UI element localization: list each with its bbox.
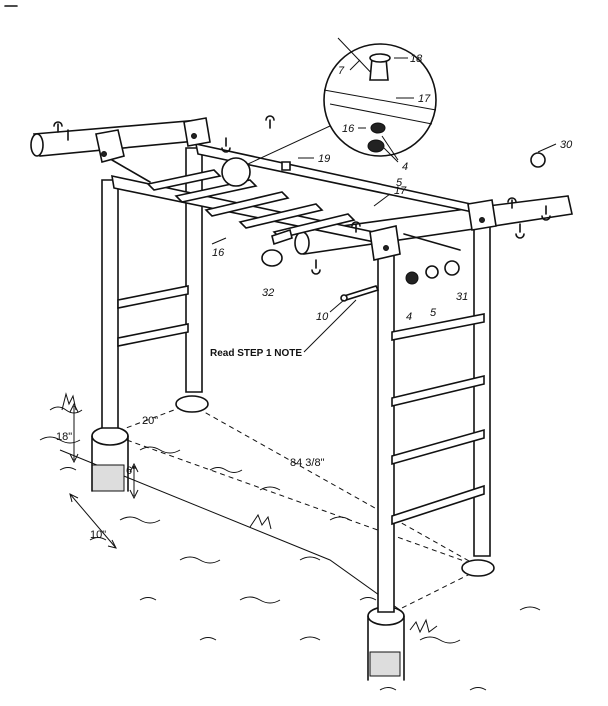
dim-hole-depth: 18" <box>56 431 72 443</box>
bolt-10-icon <box>342 285 380 301</box>
callout-16-inset: 16 <box>342 123 355 135</box>
left-side-rungs <box>117 285 189 347</box>
callout-17: 17 <box>394 185 407 197</box>
bolt-19-icon <box>281 161 291 171</box>
nut-4-icon <box>405 271 419 285</box>
leader-lines <box>211 57 557 353</box>
loose-hardware <box>261 152 546 302</box>
callout-4-inset: 4 <box>402 161 408 173</box>
footprint-hole-back-left <box>175 395 209 413</box>
callout-30: 30 <box>560 139 573 151</box>
dim-hole-diameter: 10" <box>90 529 106 541</box>
cap-31-icon <box>444 260 460 276</box>
callout-16: 16 <box>212 247 225 259</box>
callout-labels: 18 7 17 16 4 5 19 30 17 16 32 10 4 5 31 … <box>210 53 573 359</box>
dimensions: 20" 18" 84 3/8" 6" 10" <box>56 402 325 549</box>
dim-concrete-depth: 6" <box>126 465 136 477</box>
dim-hole-spacing: 20" <box>142 415 158 427</box>
callout-7: 7 <box>338 65 345 77</box>
dim-span: 84 3/8" <box>290 457 325 469</box>
callout-10: 10 <box>316 311 329 323</box>
detail-inset <box>221 37 437 187</box>
callout-18: 18 <box>410 53 423 65</box>
eye-bolts <box>53 115 551 275</box>
callout-5: 5 <box>430 307 437 319</box>
brackets <box>95 117 497 261</box>
callout-31: 31 <box>456 291 468 303</box>
callout-4: 4 <box>406 311 412 323</box>
callout-17-inset: 17 <box>418 93 431 105</box>
footprint <box>109 395 495 613</box>
ladder-rungs[interactable] <box>391 313 485 526</box>
post-hole-front-left <box>91 426 129 492</box>
post-hole-front-right <box>367 606 405 681</box>
washer-5-icon <box>425 265 439 279</box>
cap-30-icon <box>530 152 546 168</box>
callout-5-inset: 5 <box>396 177 403 189</box>
ground <box>39 392 541 691</box>
cap-32-icon <box>261 249 283 267</box>
step-note: Read STEP 1 NOTE <box>210 348 302 359</box>
footprint-hole-back-right <box>461 559 495 577</box>
detail-source-circle <box>221 157 251 187</box>
callout-19: 19 <box>318 153 330 165</box>
callout-32: 32 <box>262 287 274 299</box>
